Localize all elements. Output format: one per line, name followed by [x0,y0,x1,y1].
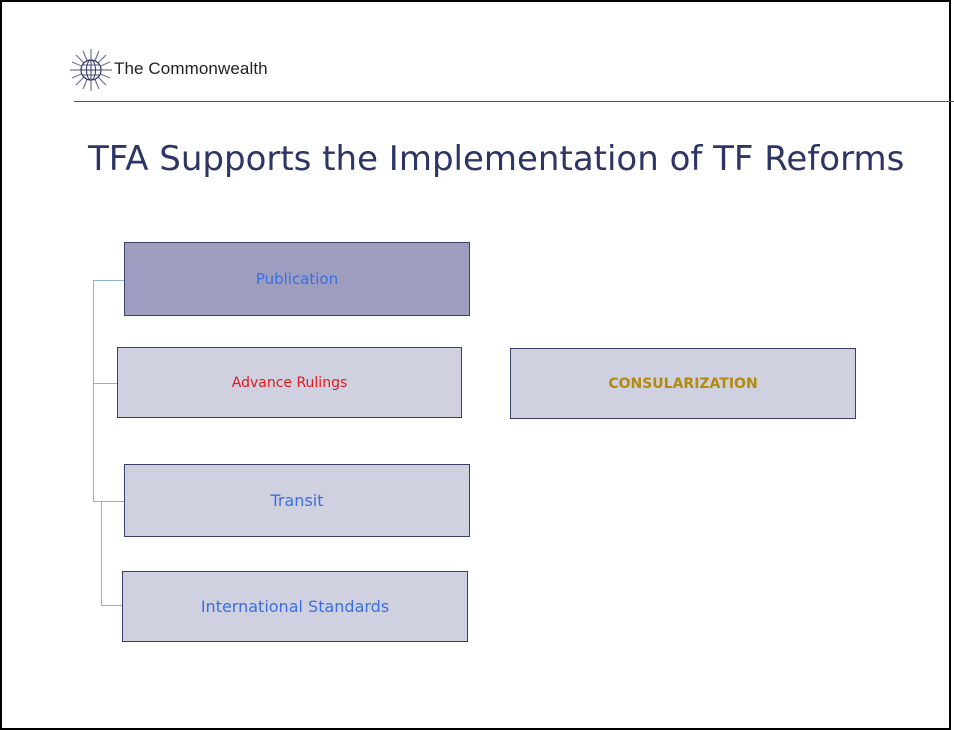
slide-title: TFA Supports the Implementation of TF Re… [88,139,905,179]
diagram-box-consularization: CONSULARIZATION [510,348,856,419]
diagram-box-advance-rulings: Advance Rulings [117,347,462,418]
connector-publication [93,280,125,281]
diagram-box-publication: Publication [124,242,470,316]
diagram-box-label: International Standards [200,597,390,616]
diagram-box-label: Advance Rulings [231,374,348,391]
diagram-box-label: Publication [255,270,339,288]
connector-trunk-upper [93,280,94,502]
connector-international-standards [101,605,123,606]
header-divider [74,101,954,102]
diagram-box-transit: Transit [124,464,470,537]
connector-advance-rulings [93,383,117,384]
commonwealth-globe-icon [70,49,112,91]
diagram-box-international-standards: International Standards [122,571,468,642]
connector-transit [93,501,124,502]
brand-name: The Commonwealth [114,59,268,78]
diagram-box-label: Transit [270,491,324,510]
connector-trunk-lower [101,501,102,606]
diagram-box-label: CONSULARIZATION [608,375,758,392]
